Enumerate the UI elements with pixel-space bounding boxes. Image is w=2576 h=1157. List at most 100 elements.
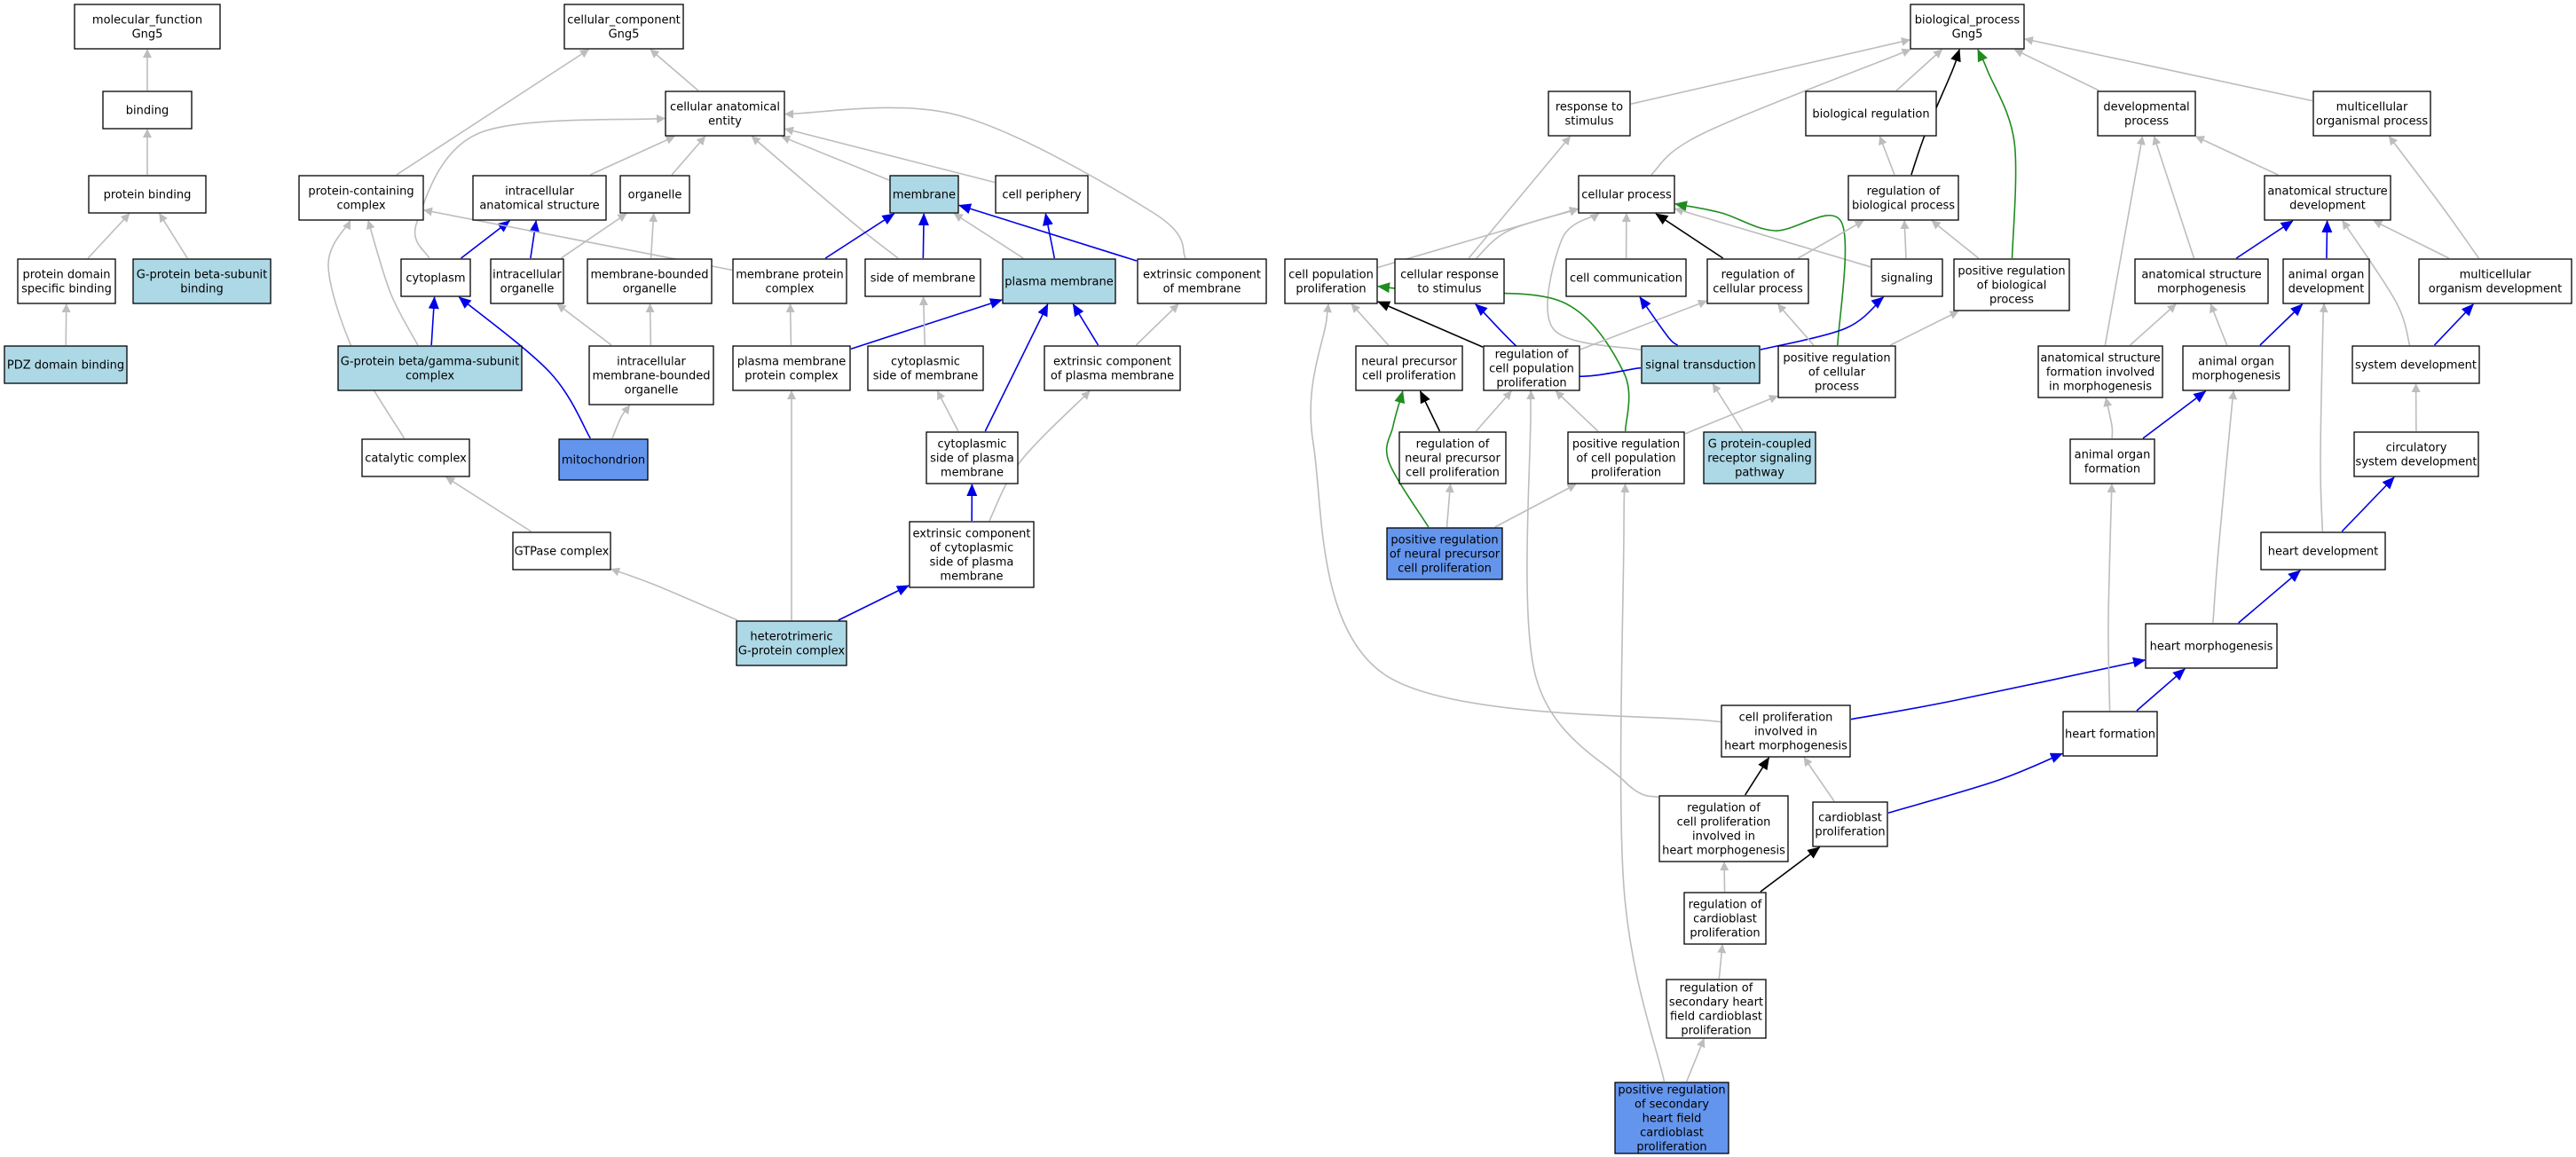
node-box: [864, 258, 981, 297]
node-box: [1614, 1082, 1729, 1154]
edge-imbo-to-intorg: [556, 303, 612, 346]
node-box: [472, 175, 607, 221]
node-label-line: specific binding: [21, 282, 112, 295]
node-label-line: formation involved: [2046, 366, 2155, 379]
node-box: [1721, 704, 1851, 758]
node-box: [2282, 258, 2370, 304]
edge-signaling-to-cellproc: [1674, 207, 1871, 268]
edge-gpcr-to-sigtrans: [1712, 383, 1744, 432]
edge-pmpc-to-mpc: [785, 303, 795, 346]
node-box: [1666, 979, 1767, 1039]
node-label-line: regulation of: [1721, 268, 1795, 281]
edge-rcbp-to-cbprol: [1760, 846, 1821, 893]
node-label-line: proliferation: [1591, 466, 1661, 479]
node-label-line: of cellular: [1808, 366, 1866, 379]
node-label-line: mitochondrion: [562, 453, 645, 467]
node-label-line: side of plasma: [930, 555, 1014, 569]
node-label-line: cardioblast: [1640, 1126, 1704, 1139]
node-label-line: positive regulation: [1783, 351, 1890, 365]
node-label-line: cell proliferation: [1398, 562, 1492, 575]
node-label-line: G-protein beta-subunit: [137, 268, 268, 281]
edge-mito-to-cytoplasm: [458, 296, 591, 439]
edge-prshfcp-to-prcpp: [1619, 484, 1666, 1082]
node-box: [995, 175, 1089, 214]
node-label-line: heart development: [2268, 545, 2379, 558]
node-label-line: binding: [180, 282, 223, 295]
edge-mod-to-asd: [2373, 220, 2450, 259]
node-label-line: signaling: [1881, 272, 1934, 285]
node-sysdev: system development: [2351, 345, 2480, 384]
node-mito: mitochondrion: [558, 438, 649, 481]
edge-catcx-to-pcc: [327, 220, 406, 439]
edge-gbgc-to-pcc: [366, 220, 419, 346]
edge-heartform-to-aof: [2107, 484, 2116, 712]
node-box: [2351, 345, 2480, 384]
node-catcx: catalytic complex: [361, 438, 470, 477]
node-label-line: system development: [2355, 358, 2477, 372]
node-box: [400, 258, 471, 297]
node-label-line: animal organ: [2198, 355, 2274, 368]
node-label-line: complex: [336, 199, 385, 212]
edge-rcpp-to-rcp: [1579, 299, 1707, 350]
edge-pdsb-to-protbind: [87, 213, 130, 259]
node-label-line: regulation of: [1416, 437, 1490, 451]
node-label-line: cell proliferation: [1677, 815, 1771, 829]
node-box: [587, 258, 713, 304]
node-cytoplasm: cytoplasm: [400, 258, 471, 297]
node-label-line: of cell population: [1576, 452, 1675, 465]
node-label-line: plasma membrane: [1004, 275, 1114, 288]
edge-prcpp-to-prcp: [1684, 395, 1778, 435]
node-label-line: side of membrane: [870, 272, 976, 285]
node-label-line: secondary heart: [1669, 996, 1763, 1009]
node-box: [926, 431, 1019, 484]
edge-crs-to-rts: [1468, 136, 1571, 259]
node-label-line: protein binding: [104, 188, 192, 201]
node-binding: binding: [102, 91, 193, 130]
edge-aof-to-asfim: [2103, 397, 2114, 439]
edge-mcop-to-bp: [2024, 35, 2313, 102]
node-label-line: in morphogenesis: [2049, 380, 2152, 393]
node-label-line: multicellular: [2336, 100, 2408, 114]
node-label-line: development: [2288, 282, 2365, 295]
edge-aom-to-asm: [2210, 303, 2228, 346]
node-label-line: multicellular: [2460, 268, 2532, 281]
node-label-line: biological_process: [1915, 13, 2021, 27]
node-label-line: G protein-coupled: [1708, 437, 1812, 451]
node-label-line: organelle: [625, 383, 679, 397]
edge-rshfcp-to-rcbp: [1717, 944, 1727, 980]
node-label-line: involved in: [1754, 725, 1817, 738]
edge-pcc-to-cc: [396, 49, 589, 176]
node-label-line: cellular process: [1581, 188, 1672, 201]
node-label-line: membrane: [940, 570, 1003, 583]
node-organelle: organelle: [619, 175, 690, 214]
node-box: [298, 175, 424, 221]
node-label-line: membrane: [941, 466, 1004, 479]
edge-asm-to-devp: [2152, 136, 2195, 259]
node-box: [1847, 175, 1959, 221]
node-box: [2062, 711, 2158, 757]
edge-cspm-to-pm: [984, 303, 1049, 432]
node-label-line: protein complex: [744, 369, 839, 382]
node-box: [1910, 4, 2025, 50]
edge-gbgc-to-cytoplasm: [428, 296, 439, 346]
